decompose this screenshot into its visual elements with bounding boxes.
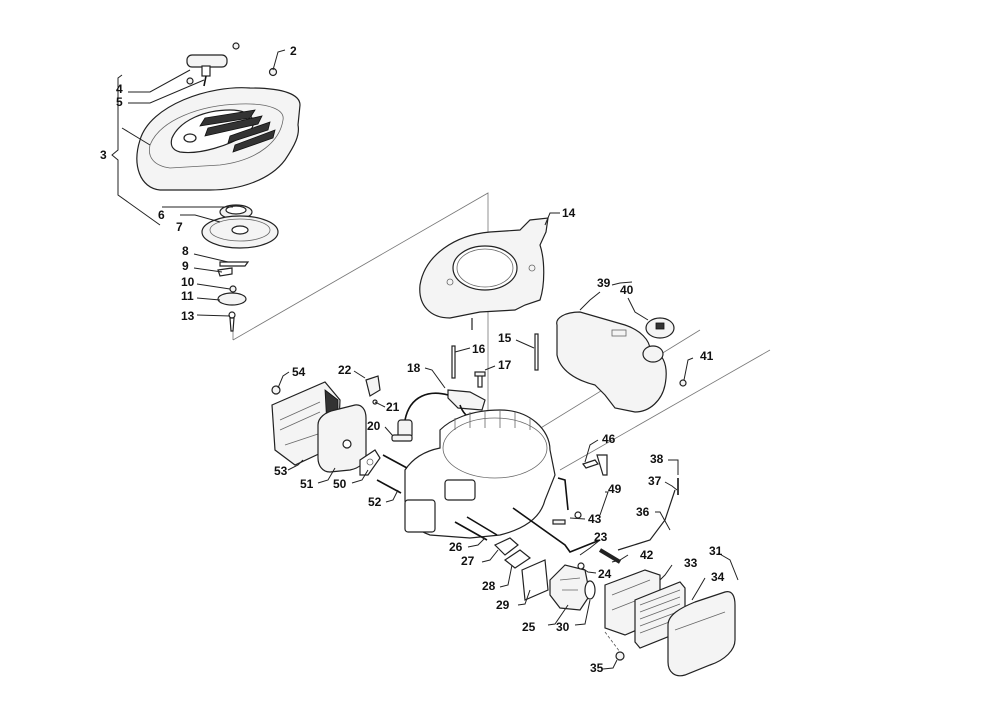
callout-36[interactable]: 36 [636, 505, 650, 519]
engine-cover[interactable] [136, 87, 301, 191]
fuel-cap[interactable] [645, 317, 675, 339]
callout-38[interactable]: 38 [650, 452, 664, 466]
callout-7[interactable]: 7 [176, 220, 183, 234]
muffler-gasket[interactable] [359, 449, 381, 476]
callout-33[interactable]: 33 [684, 556, 698, 570]
callout-31[interactable]: 31 [709, 544, 723, 558]
callout-2[interactable]: 2 [290, 44, 297, 58]
callout-41[interactable]: 41 [700, 349, 714, 363]
callout-24[interactable]: 24 [598, 567, 612, 581]
callout-28[interactable]: 28 [482, 579, 496, 593]
callout-14[interactable]: 14 [562, 206, 576, 220]
callout-53[interactable]: 53 [274, 464, 288, 478]
callout-43[interactable]: 43 [588, 512, 602, 526]
starter-handle[interactable] [186, 54, 228, 87]
callout-46[interactable]: 46 [602, 432, 616, 446]
callout-49[interactable]: 49 [608, 482, 622, 496]
starter-pulley-stack[interactable] [201, 204, 279, 332]
callout-17[interactable]: 17 [498, 358, 512, 372]
studs-and-bolts[interactable] [451, 333, 539, 388]
air-filter-nut[interactable] [604, 631, 625, 661]
callout-8[interactable]: 8 [182, 244, 189, 258]
callout-52[interactable]: 52 [368, 495, 382, 509]
carburetor[interactable] [549, 564, 591, 611]
callout-39[interactable]: 39 [597, 276, 611, 290]
callout-21[interactable]: 21 [386, 400, 400, 414]
callout-23[interactable]: 23 [594, 530, 608, 544]
callout-5[interactable]: 5 [116, 95, 123, 109]
callout-27[interactable]: 27 [461, 554, 475, 568]
bracket-and-spark-plug[interactable] [365, 375, 413, 442]
callout-50[interactable]: 50 [333, 477, 347, 491]
callout-25[interactable]: 25 [522, 620, 536, 634]
muffler-studs[interactable] [376, 454, 408, 494]
callout-10[interactable]: 10 [181, 275, 195, 289]
control-spring[interactable] [582, 454, 608, 476]
engine-block[interactable] [404, 409, 556, 539]
carburetor-o-ring[interactable] [584, 580, 596, 600]
control-bracket[interactable] [552, 477, 582, 525]
callout-leaders [111, 49, 739, 670]
callout-labels: 2 3 4 5 6 7 8 9 10 11 13 14 15 16 17 18 … [100, 44, 725, 675]
fuel-tank[interactable] [556, 311, 667, 413]
callout-51[interactable]: 51 [300, 477, 314, 491]
callout-20[interactable]: 20 [367, 419, 381, 433]
callout-6[interactable]: 6 [158, 208, 165, 222]
blower-housing[interactable] [419, 217, 549, 330]
breather-tube[interactable] [598, 548, 622, 564]
intake-studs[interactable] [454, 516, 498, 541]
callout-30[interactable]: 30 [556, 620, 570, 634]
callout-4[interactable]: 4 [116, 82, 123, 96]
callout-42[interactable]: 42 [640, 548, 654, 562]
fuel-line[interactable] [617, 478, 679, 551]
callout-54[interactable]: 54 [292, 365, 306, 379]
callout-34[interactable]: 34 [711, 570, 725, 584]
callout-15[interactable]: 15 [498, 331, 512, 345]
callout-22[interactable]: 22 [338, 363, 352, 377]
governor-link[interactable] [512, 507, 601, 553]
callout-26[interactable]: 26 [449, 540, 463, 554]
callout-40[interactable]: 40 [620, 283, 634, 297]
callout-3[interactable]: 3 [100, 148, 107, 162]
carb-spring[interactable] [577, 562, 585, 570]
callout-16[interactable]: 16 [472, 342, 486, 356]
callout-13[interactable]: 13 [181, 309, 195, 323]
callout-37[interactable]: 37 [648, 474, 662, 488]
callout-18[interactable]: 18 [407, 361, 421, 375]
callout-9[interactable]: 9 [182, 259, 189, 273]
intake-gaskets[interactable] [493, 537, 549, 601]
muffler[interactable] [317, 404, 367, 473]
air-filter-cover[interactable] [667, 591, 736, 677]
callout-11[interactable]: 11 [181, 289, 194, 303]
callout-35[interactable]: 35 [590, 661, 604, 675]
callout-29[interactable]: 29 [496, 598, 510, 612]
tank-screw[interactable] [679, 379, 687, 387]
